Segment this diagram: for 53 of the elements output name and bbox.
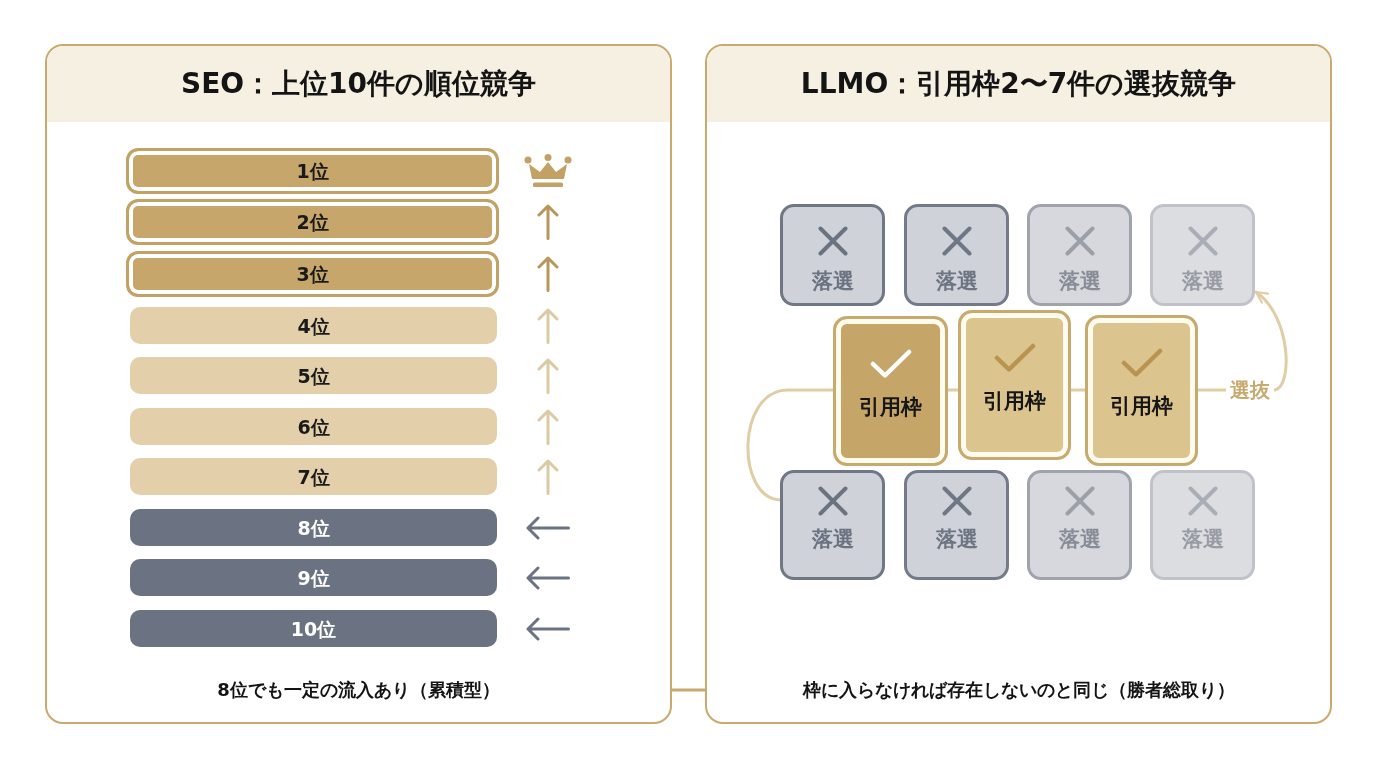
connector-line xyxy=(1069,388,1087,392)
connector-line xyxy=(670,688,707,692)
rank-label: 10位 xyxy=(290,616,337,641)
rank-bar xyxy=(126,199,499,245)
rank-label: 7位 xyxy=(297,464,330,489)
rank-label: 4位 xyxy=(297,313,330,338)
rejected-card xyxy=(1027,470,1132,580)
selected-card xyxy=(958,310,1071,460)
connector-line xyxy=(746,388,835,502)
card-label: 落選 xyxy=(1058,269,1101,293)
rank-label: 9位 xyxy=(297,565,330,590)
card-label: 落選 xyxy=(1058,527,1101,551)
rejected-card xyxy=(780,470,885,580)
card-label: 落選 xyxy=(1181,527,1224,551)
rank-bar xyxy=(130,307,497,344)
rank-bar xyxy=(126,251,499,297)
panel xyxy=(45,44,672,724)
card-label: 引用枠 xyxy=(1110,395,1173,417)
rejected-card xyxy=(1150,204,1255,306)
rank-bar xyxy=(130,458,497,495)
rank-bar xyxy=(126,148,499,194)
rank-bar xyxy=(130,408,497,445)
card-label: 落選 xyxy=(811,527,854,551)
rank-label: 8位 xyxy=(297,515,330,540)
card-label: 落選 xyxy=(935,527,978,551)
card-label: 落選 xyxy=(811,269,854,293)
rejected-card xyxy=(780,204,885,306)
panel-caption: 8位でも一定の流入あり（累積型） xyxy=(217,678,500,702)
rejected-card xyxy=(904,470,1009,580)
edge-label: 選抜 xyxy=(1226,377,1274,403)
rank-label: 2位 xyxy=(296,210,329,234)
panel xyxy=(705,44,1332,724)
card-label: 引用枠 xyxy=(983,390,1046,412)
panel-caption: 枠に入らなければ存在しないのと同じ（勝者総取り） xyxy=(802,678,1235,702)
rank-label: 6位 xyxy=(297,414,330,439)
panel-title: LLMO：引用枠2〜7件の選抜競争 xyxy=(800,66,1237,102)
rejected-card xyxy=(904,204,1009,306)
rank-label: 3位 xyxy=(296,262,329,286)
selected-card xyxy=(1085,315,1198,466)
rank-bar xyxy=(130,357,497,394)
rejected-card xyxy=(1027,204,1132,306)
rank-bar xyxy=(130,559,497,596)
selected-card xyxy=(833,316,948,466)
card-label: 落選 xyxy=(935,269,978,293)
rank-bar xyxy=(130,610,497,647)
panel-title: SEO：上位10件の順位競争 xyxy=(180,66,537,102)
rejected-card xyxy=(1150,470,1255,580)
rank-bar xyxy=(130,509,497,546)
card-label: 引用枠 xyxy=(859,396,922,418)
rank-label: 5位 xyxy=(297,363,330,388)
rank-label: 1位 xyxy=(296,159,329,183)
connector-line xyxy=(946,388,960,392)
card-label: 落選 xyxy=(1181,269,1224,293)
